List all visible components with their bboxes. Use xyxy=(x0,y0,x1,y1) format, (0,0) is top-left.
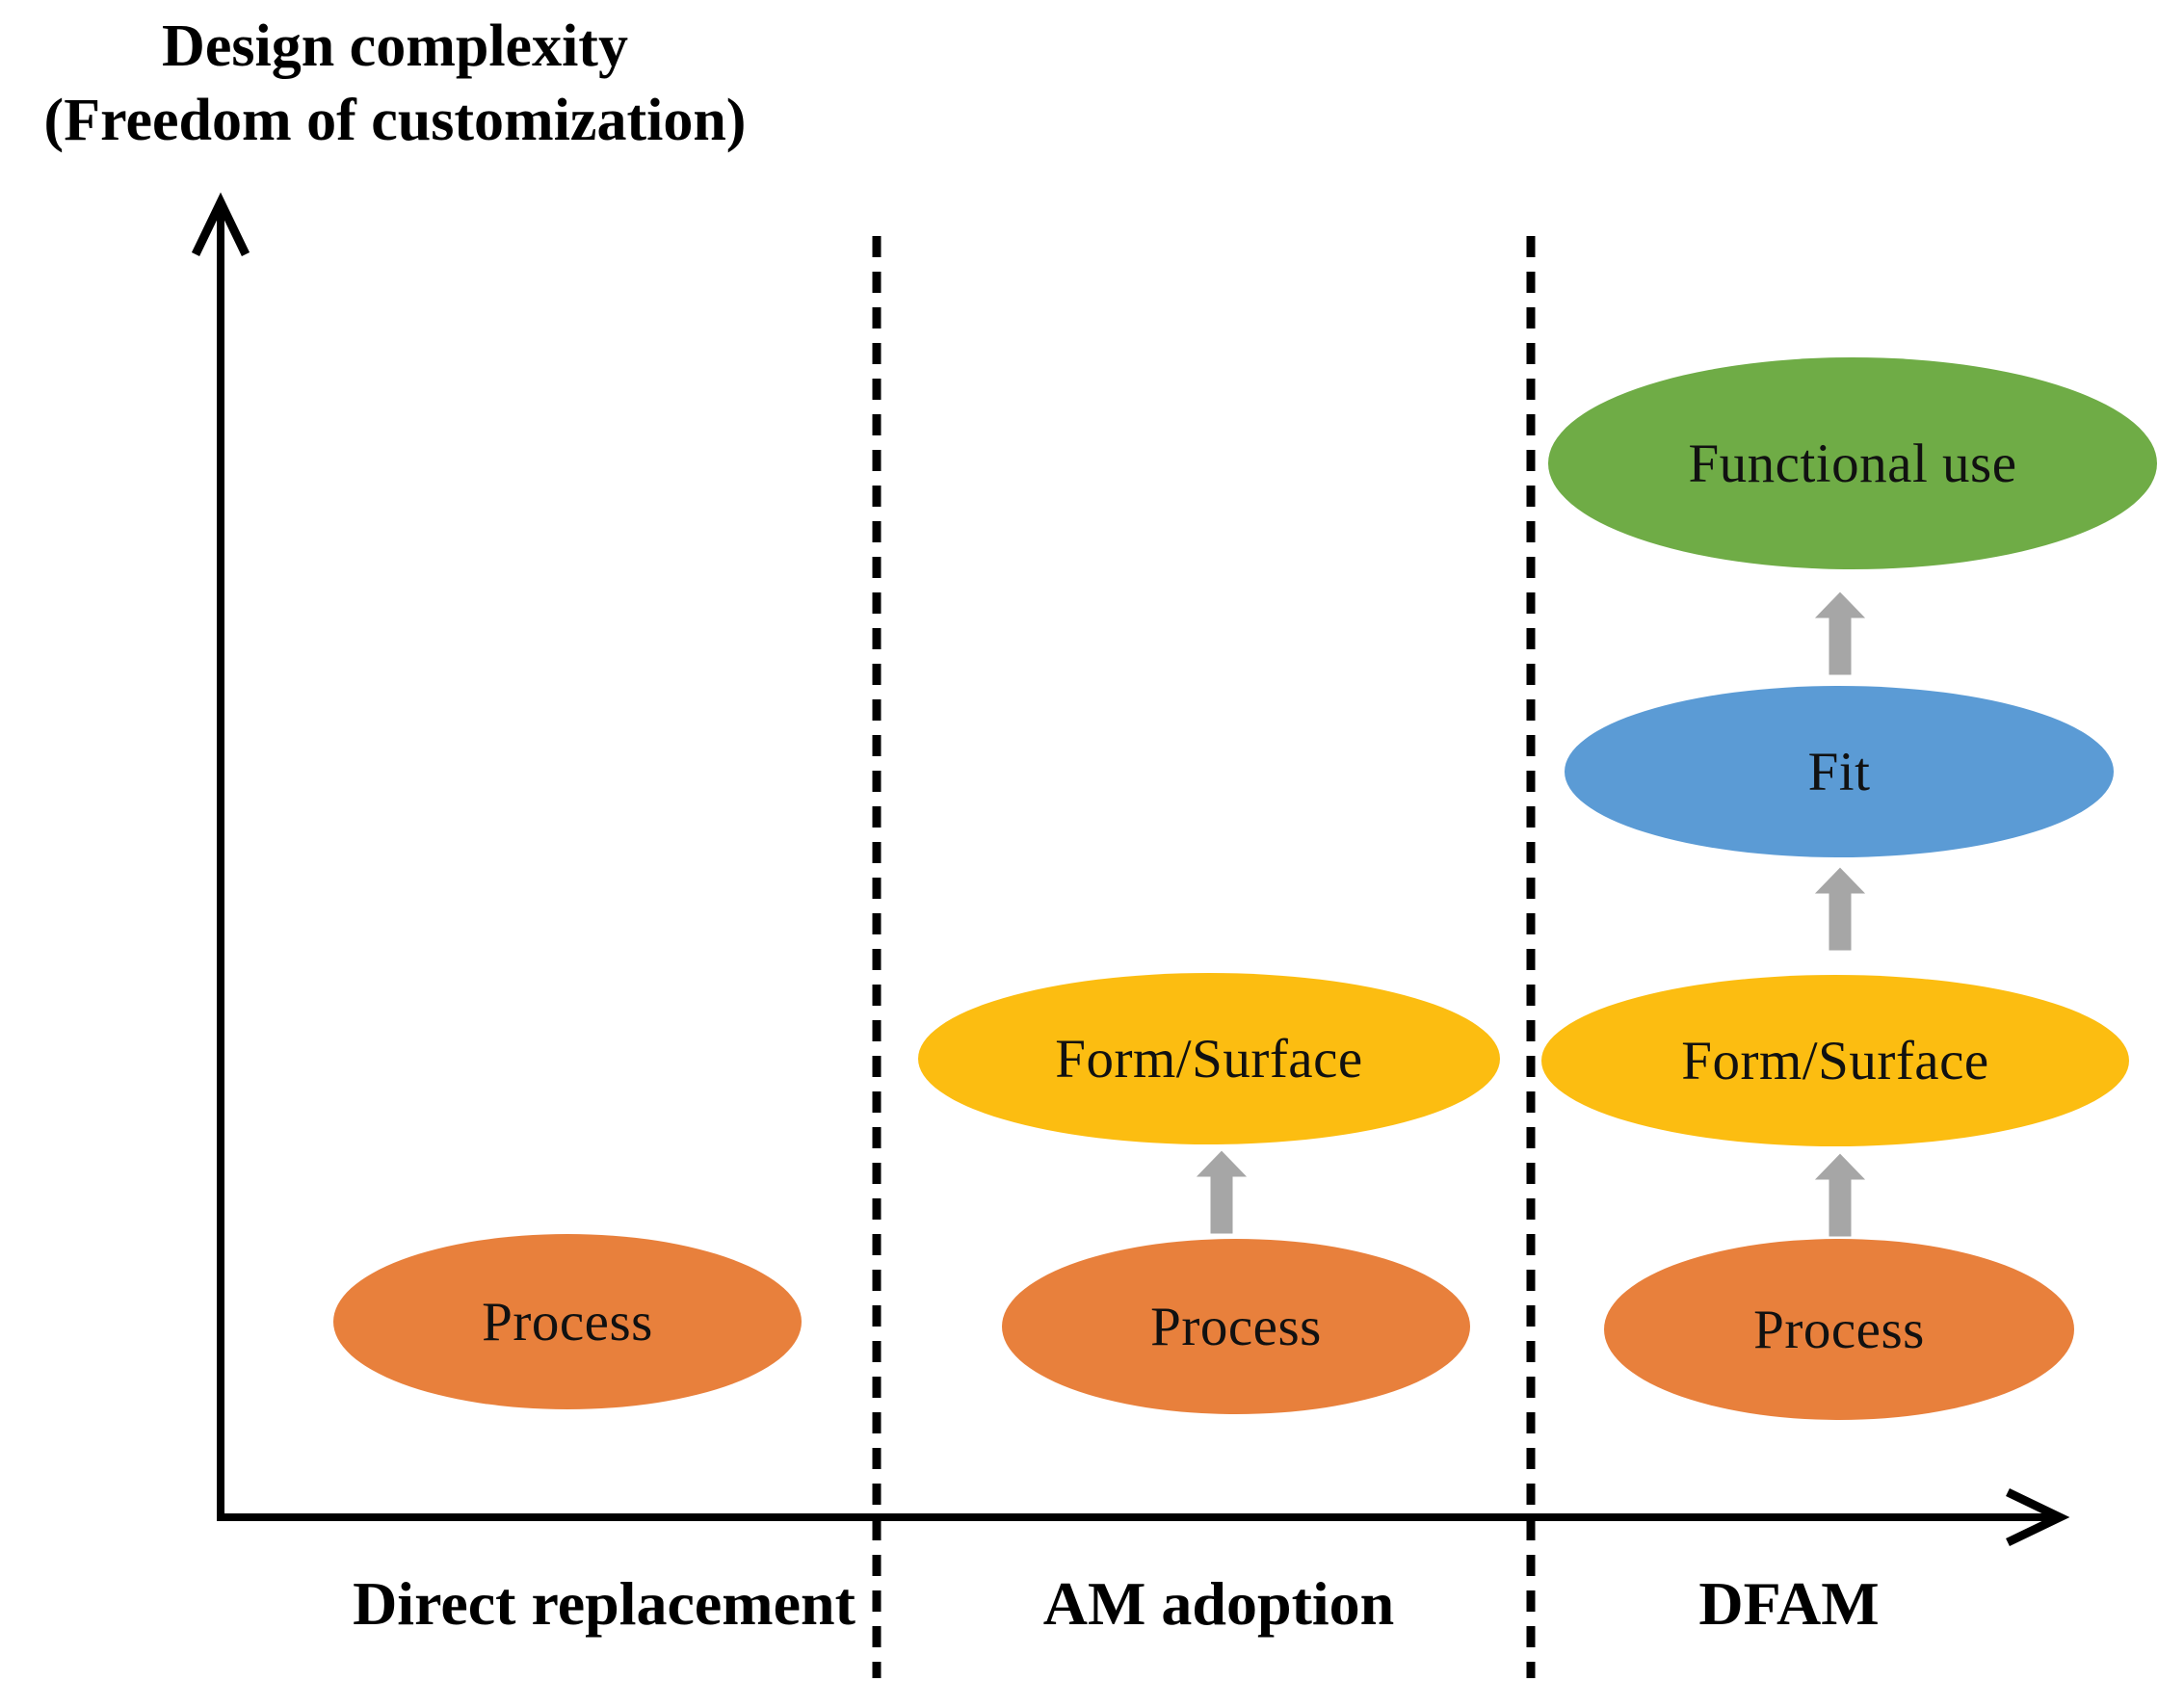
stage-label: Fit xyxy=(1807,741,1871,802)
stage-ellipse-am-process: Process xyxy=(1002,1239,1470,1414)
stage-label: Form/Surface xyxy=(1055,1028,1363,1090)
y-axis-arrowhead-icon xyxy=(191,192,250,256)
stage-ellipse-dfam-form-surface: Form/Surface xyxy=(1541,975,2129,1146)
stage-ellipse-dfam-process: Process xyxy=(1604,1239,2074,1420)
stage-ellipse-dfam-fit: Fit xyxy=(1565,686,2114,857)
stage-label: Process xyxy=(1753,1299,1925,1360)
y-axis-title-line2: (Freedom of customization) xyxy=(43,87,747,153)
column-label-am-adoption: AM adoption xyxy=(1042,1569,1395,1638)
column-label-dfam: DFAM xyxy=(1698,1569,1880,1638)
x-axis-arrowhead-icon xyxy=(2006,1487,2070,1547)
up-arrow-icon xyxy=(1809,1150,1871,1239)
column-label-direct-replacement: Direct replacement xyxy=(353,1569,855,1638)
stage-ellipse-am-form-surface: Form/Surface xyxy=(918,973,1500,1144)
up-arrow-icon xyxy=(1809,589,1871,677)
up-arrow-icon xyxy=(1191,1147,1252,1236)
stage-ellipse-direct-process: Process xyxy=(333,1234,802,1409)
stage-label: Functional use xyxy=(1688,433,2017,494)
stage-label: Process xyxy=(482,1291,653,1353)
y-axis-title-line1: Design complexity xyxy=(162,13,628,79)
stage-ellipse-dfam-functional-use: Functional use xyxy=(1548,357,2157,569)
stage-label: Process xyxy=(1150,1296,1322,1357)
stage-label: Form/Surface xyxy=(1681,1030,1989,1091)
y-axis-title: Design complexity (Freedom of customizat… xyxy=(14,10,776,158)
up-arrow-icon xyxy=(1809,864,1871,953)
